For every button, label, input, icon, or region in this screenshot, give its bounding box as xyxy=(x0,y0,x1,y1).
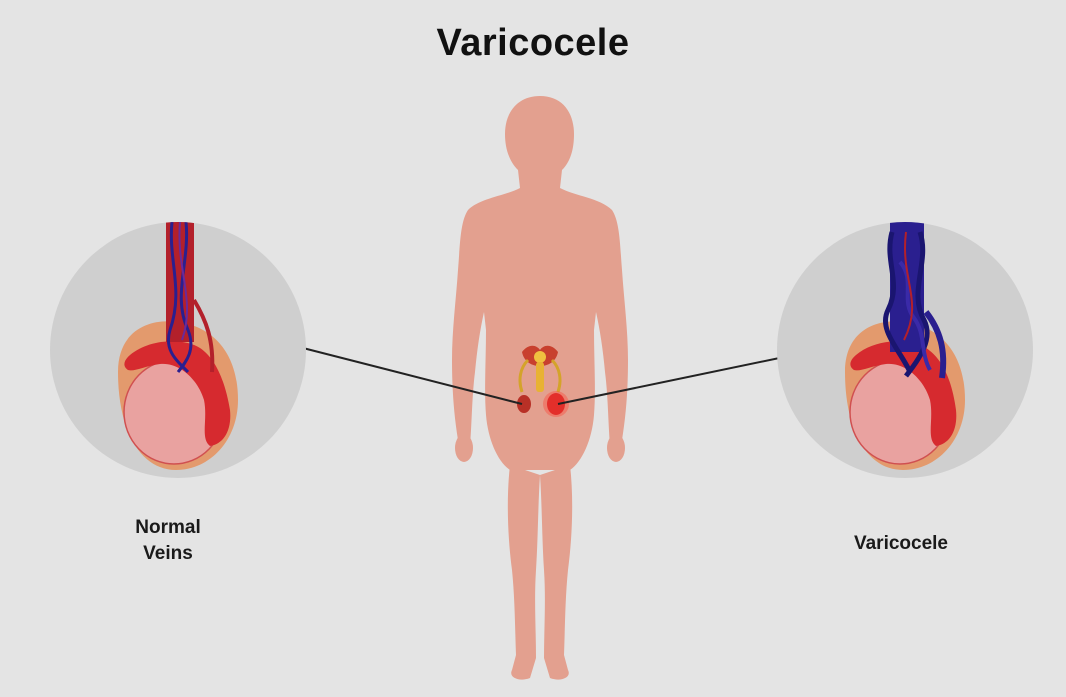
varicocele-label: Varicocele xyxy=(853,533,949,554)
normal-veins-label-line2: Veins xyxy=(143,543,193,564)
normal-veins-label-line1: Normal xyxy=(135,517,201,538)
normal-veins-illustration xyxy=(50,222,306,478)
connector-line-left xyxy=(298,346,523,405)
connector-line-right xyxy=(557,355,790,405)
normal-veins-label: Normal Veins xyxy=(118,515,218,567)
diagram-title: Varicocele xyxy=(436,22,630,64)
varicocele-illustration xyxy=(777,222,1033,478)
pelvic-organs xyxy=(517,345,569,417)
